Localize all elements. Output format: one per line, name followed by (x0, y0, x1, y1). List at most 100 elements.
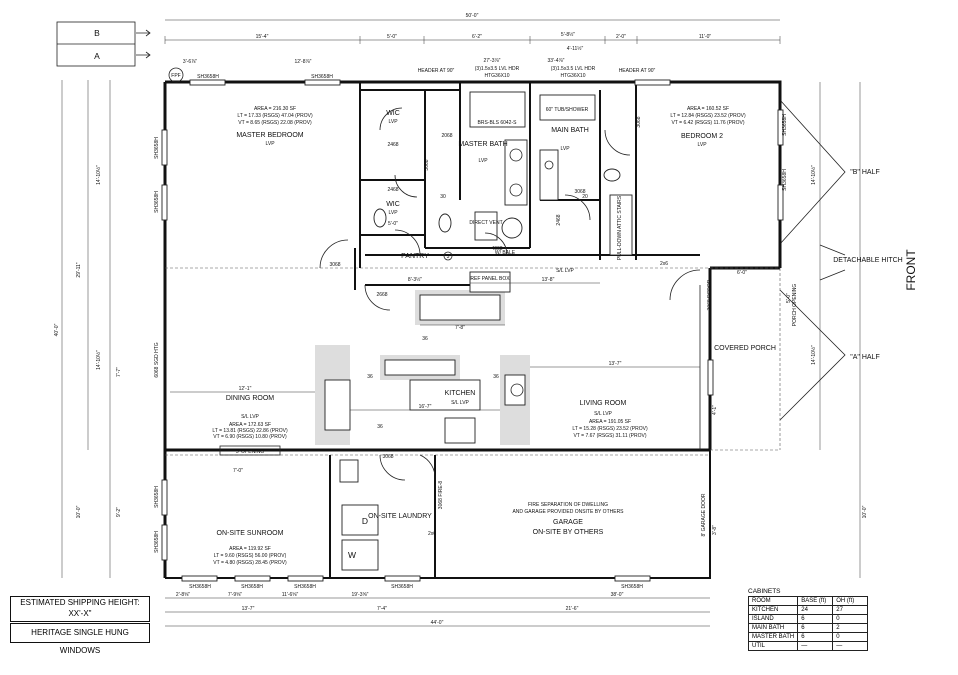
living-name: LIVING ROOM (580, 400, 627, 407)
inner-dim: 36 (367, 374, 373, 380)
table-row: KITCHEN 24 27 (747, 605, 869, 615)
windows (161, 79, 784, 582)
dim-right-4: 4'-1" (712, 405, 718, 415)
dim-left-1: 40'-0" (54, 323, 60, 336)
inner-dim: 13'-8" (542, 277, 555, 283)
dim-top-3: 6'-2" (472, 34, 482, 40)
left-dimensions: 29'-11" 40'-0" 14'-10½" 14'-10½" 7'-7" 1… (54, 80, 122, 578)
windows-note: HERITAGE SINGLE HUNG WINDOWS (31, 628, 129, 655)
porch-opening-label: PORCH OPENING (792, 284, 798, 327)
inner-dim: 7'-8" (455, 325, 465, 331)
living-area: AREA = 191.05 SF (589, 419, 631, 425)
door-label: 3068 (574, 189, 585, 195)
inner-dim: 2x6 (660, 261, 668, 267)
door-label: 3068 (636, 116, 642, 127)
door-label: 2468 (387, 142, 398, 148)
window-label: SH3658H (311, 74, 333, 80)
header-right: HEADER AT 90" (619, 68, 656, 74)
bedroom-2-vt: VT = 6.42 (RSGS) 11.76 (PROV) (671, 120, 744, 126)
table-cell: — (797, 641, 834, 651)
direct-vent-label: DIRECT VENT (469, 220, 502, 226)
bottom-dim: 38'-0" (611, 592, 624, 598)
dim-right-0: 14'-10½" (810, 165, 817, 185)
bottom-dim: 13'-7" (242, 606, 255, 612)
window-label: SH3658H (782, 114, 788, 136)
dim-left-3: 14'-10½" (95, 350, 102, 370)
master-bath-name: MASTER BATH (458, 141, 507, 148)
shipping-height-box: ESTIMATED SHIPPING HEIGHT: XX'-X" (10, 596, 150, 622)
window-label: SH3658H (391, 584, 413, 590)
detachable-hitch-label: DETACHABLE HITCH (833, 257, 903, 264)
dryer-label: D (362, 516, 368, 526)
col-header: OH (ft) (832, 596, 869, 606)
dim-top-5: 4'-11½" (567, 45, 584, 52)
dining-vt: VT = 6.90 (RSGS) 10.80 (PROV) (213, 434, 287, 440)
inner-dim: 36 (422, 336, 428, 342)
wic-2-name: WIC (386, 201, 400, 208)
fpf-marker (168, 67, 184, 83)
dim-left-4: 7'-7" (116, 367, 122, 377)
window-label: SH3658H (154, 531, 160, 553)
wic-2-floor: LVP (388, 210, 398, 216)
bottom-dim: 7'-9⅝" (228, 592, 242, 598)
table-cell: 0 (832, 632, 869, 642)
master-bedroom-vt: VT = 8.65 (RSGS) 22.08 (PROV) (238, 120, 312, 126)
master-bath-name-text: MASTER BATH (458, 141, 507, 148)
marker-a: A (94, 51, 100, 61)
sl-lvp-label: S/L LVP (556, 268, 574, 274)
bottom-dim: 11'-6⅝" (282, 592, 299, 598)
bottom-dim: 44'-0" (431, 620, 444, 626)
dining-lt: LT = 13.81 (RSGS) 22.86 (PROV) (212, 428, 288, 434)
front-label: FRONT (904, 249, 918, 291)
door-labels: 2468 2068 3068 2468 3068 2468 2668 3068 … (154, 116, 713, 509)
window-labels: SH3658H SH3658H SH3658H SH3658H SH3658H … (154, 74, 788, 590)
table-cell: 2 (832, 623, 869, 633)
dim-top-8: 3'-6⅞" (183, 59, 197, 65)
main-bath-floor: LVP (560, 146, 570, 152)
inner-dim: 30 (440, 194, 446, 200)
dim-top-1: 15'-4" (256, 34, 269, 40)
table-cell: 24 (797, 605, 834, 615)
dim-top-11: 33'-4⅞" (548, 58, 565, 64)
dim-top-7: 11'-0" (699, 34, 712, 40)
table-cell: UTIL (747, 641, 799, 651)
dim-right-2: 10'-0" (862, 505, 868, 518)
sunroom-name: ON-SITE SUNROOM (217, 530, 284, 537)
master-bath-fixtures: BRS-BLS 6042-S 60" TUB/SHOWER DIRECT VEN… (373, 91, 633, 260)
door-label: 2468 (556, 214, 562, 225)
table-cell: ISLAND (747, 614, 799, 624)
window-label: SH3658H (782, 169, 788, 191)
window-label: SH3658H (154, 486, 160, 508)
bottom-dimensions: 2'-8⅝" 7'-9⅝" 11'-6⅝" 19'-3⅝" 38'-0" 13'… (165, 592, 710, 627)
living-lt: LT = 15.28 (RSGS) 23.52 (PROV) (572, 426, 648, 432)
marker-b: B (94, 28, 100, 38)
garage-fire-2: AND GARAGE PROVIDED ONSITE BY OTHERS (512, 509, 624, 515)
bedroom-2-floor: LVP (697, 142, 707, 148)
covered-porch-name: COVERED PORCH (714, 345, 776, 352)
kitchen-floor: S/L LVP (451, 400, 469, 406)
wd-bale-label: W/ BALE (495, 250, 516, 256)
doors (319, 107, 701, 481)
inner-dim: 16'-7" (419, 404, 432, 410)
wic-1-floor: LVP (388, 119, 398, 125)
garage-sub: ON-SITE BY OTHERS (533, 529, 604, 536)
dining-floor: S/L LVP (241, 414, 259, 420)
inner-dim: 13'-7" (609, 361, 622, 367)
inner-dim: 36 (377, 424, 383, 430)
garage-door-label: 8' GARAGE DOOR (701, 493, 707, 536)
door-label: 3068 FIRE-8 (438, 481, 444, 510)
col-header: BASE (ft) (797, 596, 834, 606)
door-label: 2068 (441, 133, 452, 139)
window-label: SH3658H (154, 191, 160, 213)
laundry-appliances: D W (339, 459, 379, 571)
tub-label: 60" TUB/SHOWER (546, 107, 589, 113)
inner-dim: 12'-1" (239, 386, 252, 392)
dim-top-10: 27'-3⅞" (484, 58, 501, 64)
table-cell: 0 (832, 614, 869, 624)
door-label: 2468 (387, 187, 398, 193)
door-label: 3068 (329, 262, 340, 268)
bottom-dim: 19'-3⅝" (352, 592, 369, 598)
door-label: 6068 SGD HTG (154, 342, 160, 377)
shower-label: BRS-BLS 6042-S (478, 120, 518, 126)
table-row: UTIL — — (747, 641, 869, 651)
